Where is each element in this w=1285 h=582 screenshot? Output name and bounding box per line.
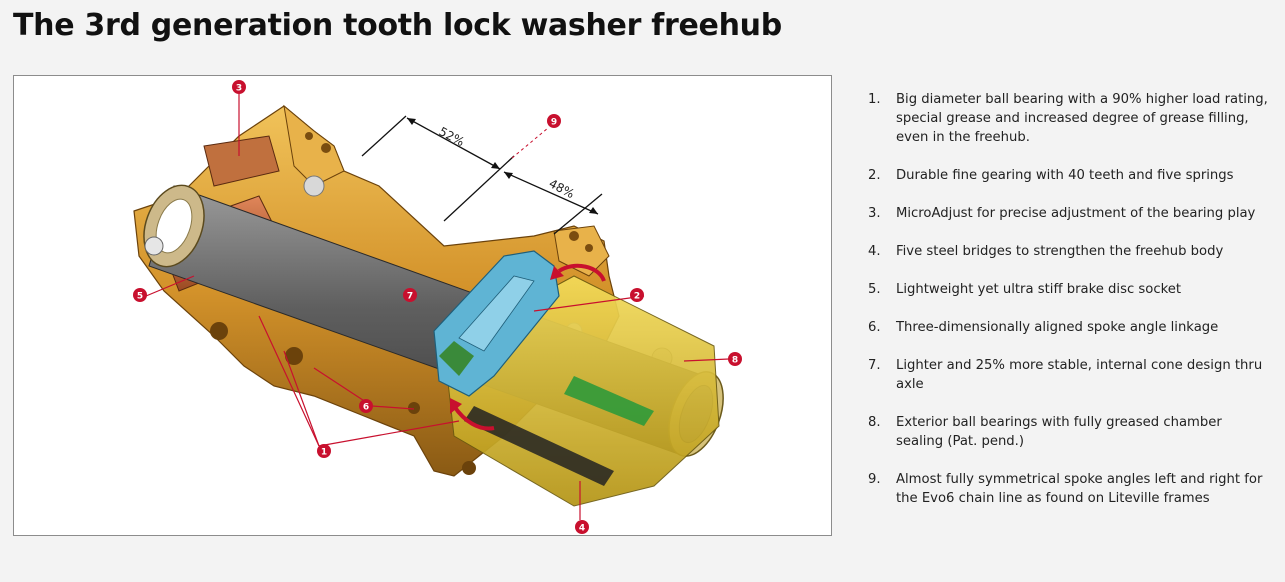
feature-number: 2.: [868, 168, 881, 183]
feature-text: Three-dimensionally aligned spoke angle …: [896, 320, 1219, 335]
feature-item-2: 2. Durable fine gearing with 40 teeth an…: [868, 166, 1273, 185]
callout-marker-7: 7: [403, 288, 417, 302]
feature-text: Almost fully symmetrical spoke angles le…: [896, 472, 1263, 506]
feature-number: 8.: [868, 415, 881, 430]
callout-number: 1: [321, 447, 327, 457]
rotation-arrows: [450, 263, 606, 431]
feature-number: 9.: [868, 472, 881, 487]
callout-marker-2: 2: [630, 288, 644, 302]
feature-text: MicroAdjust for precise adjustment of th…: [896, 206, 1256, 221]
feature-item-8: 8. Exterior ball bearings with fully gre…: [868, 413, 1273, 451]
feature-item-6: 6. Three-dimensionally aligned spoke ang…: [868, 318, 1273, 337]
feature-number: 3.: [868, 206, 881, 221]
callout-marker-8: 8: [728, 352, 742, 366]
callout-marker-9: 9: [547, 114, 561, 128]
feature-item-7: 7. Lighter and 25% more stable, internal…: [868, 356, 1273, 394]
callout-number: 8: [732, 355, 738, 365]
callout-marker-6: 6: [359, 399, 373, 413]
left-spoke-share-label: 52%: [437, 124, 467, 149]
callout-number: 7: [407, 291, 413, 301]
feature-text: Five steel bridges to strengthen the fre…: [896, 244, 1224, 259]
tooth-lock-washer: [433, 250, 560, 397]
page-title: The 3rd generation tooth lock washer fre…: [13, 8, 782, 43]
callout-marker-5: 5: [133, 288, 147, 302]
callout-marker-4: 4: [575, 520, 589, 534]
callout-number: 2: [634, 291, 640, 301]
feature-text: Lighter and 25% more stable, internal co…: [896, 358, 1263, 392]
feature-item-1: 1. Big diameter ball bearing with a 90% …: [868, 90, 1273, 147]
feature-text: Exterior ball bearings with fully grease…: [896, 415, 1222, 449]
feature-item-4: 4. Five steel bridges to strengthen the …: [868, 242, 1273, 261]
callout-marker-3: 3: [232, 80, 246, 94]
hub-cutaway-diagram: 52% 48% 3: [13, 75, 832, 536]
feature-item-5: 5. Lightweight yet ultra stiff brake dis…: [868, 280, 1273, 299]
feature-text: Lightweight yet ultra stiff brake disc s…: [896, 282, 1182, 297]
callout-number: 6: [363, 402, 369, 412]
feature-number: 1.: [868, 92, 881, 107]
feature-number: 7.: [868, 358, 881, 373]
callout-number: 5: [137, 291, 143, 301]
feature-number: 6.: [868, 320, 881, 335]
callout-number: 4: [579, 523, 585, 533]
callout-number: 9: [551, 117, 557, 127]
feature-text: Durable fine gearing with 40 teeth and f…: [896, 168, 1234, 183]
feature-list: 1. Big diameter ball bearing with a 90% …: [868, 90, 1273, 508]
callout-number: 3: [236, 83, 242, 93]
feature-text: Big diameter ball bearing with a 90% hig…: [896, 92, 1268, 145]
feature-item-9: 9. Almost fully symmetrical spoke angles…: [868, 470, 1273, 508]
hub-cutaway-illustration: 52% 48% 3: [133, 80, 742, 534]
feature-item-3: 3. MicroAdjust for precise adjustment of…: [868, 204, 1273, 223]
callout-marker-1: 1: [317, 444, 331, 458]
callout-leaders: [145, 94, 730, 520]
feature-number: 4.: [868, 244, 881, 259]
feature-number: 5.: [868, 282, 881, 297]
